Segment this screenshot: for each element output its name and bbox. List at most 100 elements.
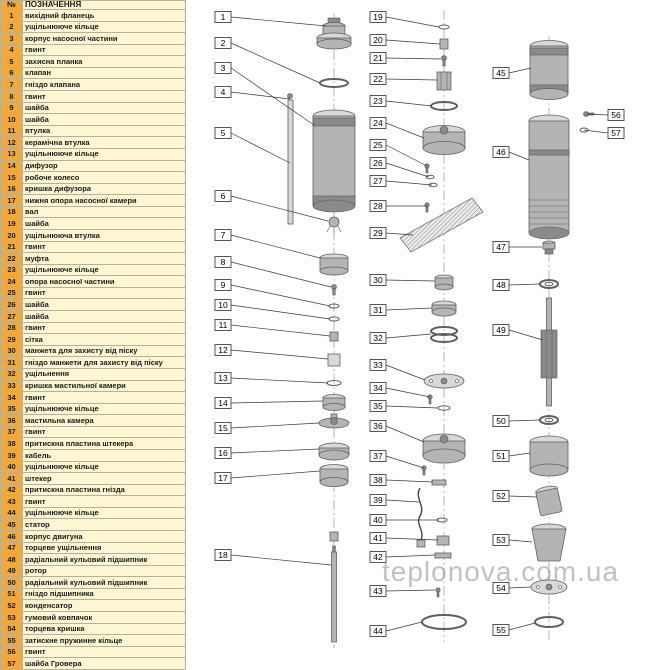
row-number: 21 (0, 240, 23, 254)
leader-line-56 (586, 113, 609, 116)
row-label: ущільнююче кільце (22, 460, 186, 474)
header-label: ПОЗНАЧЕННЯ (22, 0, 186, 10)
callout-number-42: 42 (373, 552, 383, 562)
leader-line-29 (385, 232, 414, 236)
row-label: гвинт (22, 425, 186, 439)
part-mesh-screen (399, 197, 484, 253)
leader-line-1 (230, 16, 327, 27)
row-label: радіальний кульовий підшипник (22, 553, 186, 566)
callout-number-16: 16 (218, 448, 228, 458)
callout-box-44 (369, 625, 387, 637)
leader-line-12 (230, 349, 329, 360)
leader-line-14 (230, 400, 324, 404)
leader-line-32 (385, 333, 432, 339)
callout-number-37: 37 (373, 451, 383, 461)
callout-box-30 (369, 274, 387, 286)
callout-box-2 (214, 37, 232, 49)
parts-table-head: № ПОЗНАЧЕННЯ (0, 0, 186, 10)
row-label: шайба (22, 113, 186, 126)
callout-number-54: 54 (496, 583, 506, 593)
callout-number-55: 55 (496, 625, 506, 635)
row-label: торцева кришка (22, 622, 186, 636)
row-number: 5 (0, 55, 23, 68)
row-number: 12 (0, 136, 23, 149)
callout-box-36 (369, 420, 387, 432)
part-washer-57 (579, 127, 589, 133)
callout-number-7: 7 (221, 230, 226, 240)
callout-number-35: 35 (373, 401, 383, 411)
row-label: конденсатор (22, 599, 186, 613)
row-number: 34 (0, 391, 23, 404)
row-label: клапан (22, 66, 186, 80)
callout-box-17 (214, 472, 232, 484)
callout-number-4: 4 (221, 87, 226, 97)
diagram-svg: 1234567891011121314151617181920212223242… (214, 10, 625, 648)
callout-number-1: 1 (221, 12, 226, 22)
leader-line-30 (385, 279, 436, 282)
callout-number-52: 52 (496, 491, 506, 501)
callout-number-51: 51 (496, 451, 506, 461)
part-valve-seat (319, 253, 349, 276)
callout-box-23 (369, 95, 387, 107)
part-washer-26 (425, 174, 435, 180)
callout-box-18 (214, 549, 232, 561)
callout-box-16 (214, 447, 232, 459)
row-number: 10 (0, 113, 23, 126)
leader-line-19 (385, 16, 440, 28)
row-label: гвинт (22, 90, 186, 103)
row-label: штекер (22, 472, 186, 485)
callout-box-38 (369, 474, 387, 486)
row-label: корпус насосної частини (22, 32, 186, 45)
callout-number-34: 34 (373, 383, 383, 393)
part-diffuser (322, 394, 346, 411)
part-stator (529, 40, 569, 100)
row-label: гвинт (22, 321, 186, 335)
row-label: гвинт (22, 43, 186, 57)
callout-box-55 (492, 624, 510, 636)
leader-line-20 (385, 39, 441, 45)
row-label: кришка мастильної камери (22, 379, 186, 393)
callout-box-57 (607, 127, 625, 139)
row-number: 16 (0, 182, 23, 196)
row-label: ущільнююче кільце (22, 506, 186, 520)
row-label: керамічна втулка (22, 136, 186, 149)
row-number: 20 (0, 229, 23, 242)
callout-box-50 (492, 415, 510, 427)
row-number: 35 (0, 402, 23, 416)
row-label: ущільнення (22, 367, 186, 381)
row-number: 50 (0, 576, 23, 589)
part-pump-casing (312, 109, 356, 213)
row-number: 3 (0, 32, 23, 45)
callout-box-56 (607, 109, 625, 121)
part-impeller (318, 413, 350, 429)
row-label: радіальний кульовий підшипник (22, 576, 186, 589)
row-number: 25 (0, 286, 23, 300)
row-number: 39 (0, 448, 23, 462)
callout-number-5: 5 (221, 128, 226, 138)
row-number: 18 (0, 205, 23, 219)
row-number: 45 (0, 518, 23, 531)
part-pump-support (422, 125, 466, 155)
callout-box-42 (369, 551, 387, 563)
row-number: 30 (0, 344, 23, 358)
part-ceramic-sleeve (327, 353, 341, 367)
part-screw-25 (424, 163, 430, 174)
part-screw-21 (441, 55, 447, 67)
callout-number-17: 17 (218, 473, 228, 483)
